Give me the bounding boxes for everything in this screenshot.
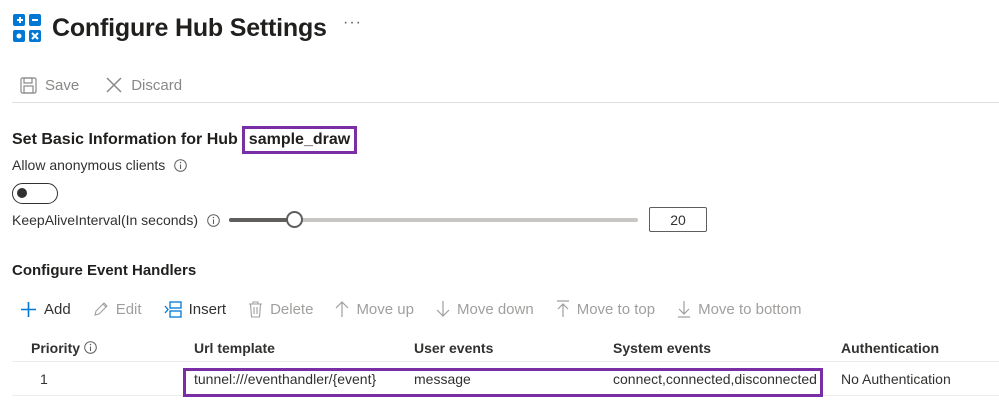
event-handlers-heading: Configure Event Handlers [12, 262, 197, 279]
move-to-bottom-label: Move to bottom [698, 300, 802, 318]
arrow-to-top-icon [556, 300, 569, 317]
delete-label: Delete [270, 300, 314, 318]
event-handlers-toolbar: Add Edit Insert Delete Move up Move down [20, 296, 823, 322]
slider-fill [229, 218, 295, 222]
basic-info-heading: Set Basic Information for Hub sample_dra… [12, 126, 358, 154]
hub-settings-icon [13, 14, 41, 42]
cell-system-events: connect,connected,disconnected [613, 370, 817, 387]
cell-priority: 1 [40, 370, 48, 387]
anonymous-clients-label: Allow anonymous clients [12, 157, 188, 173]
save-label: Save [45, 76, 80, 94]
toggle-knob [17, 188, 27, 198]
keepalive-label: KeepAliveInterval(In seconds) [12, 212, 220, 228]
save-button[interactable]: Save [20, 77, 79, 94]
close-icon [106, 77, 122, 93]
edit-label: Edit [115, 300, 142, 318]
command-bar: Save Discard [20, 72, 208, 98]
slider-thumb[interactable] [286, 211, 304, 228]
anonymous-clients-text: Allow anonymous clients [12, 157, 166, 173]
column-header-priority[interactable]: Priority [31, 334, 97, 361]
delete-button[interactable]: Delete [248, 301, 313, 318]
column-header-system-events[interactable]: System events [613, 339, 712, 356]
arrow-up-icon [336, 301, 349, 317]
move-up-label: Move up [356, 300, 414, 318]
move-down-label: Move down [456, 300, 534, 318]
arrow-to-bottom-icon [678, 301, 691, 318]
cell-authentication: No Authentication [841, 370, 951, 387]
table-row[interactable]: 1 tunnel:///eventhandler/{event} message… [12, 362, 999, 396]
insert-button[interactable]: Insert [164, 300, 227, 318]
basic-info-heading-text: Set Basic Information for Hub [12, 131, 238, 148]
move-down-button[interactable]: Move down [436, 300, 534, 318]
keepalive-text: KeepAliveInterval(In seconds) [12, 212, 198, 228]
insert-label: Insert [188, 300, 227, 318]
move-to-top-label: Move to top [576, 300, 656, 318]
info-icon[interactable] [174, 158, 188, 172]
discard-label: Discard [131, 76, 183, 94]
move-to-bottom-button[interactable]: Move to bottom [677, 300, 801, 318]
discard-button[interactable]: Discard [105, 76, 182, 94]
toolbar-divider [12, 102, 999, 103]
cell-url-template: tunnel:///eventhandler/{event} [194, 370, 377, 387]
edit-icon [93, 302, 108, 316]
title-row: Configure Hub Settings [12, 6, 327, 50]
add-button[interactable]: Add [20, 301, 71, 318]
column-header-priority-text: Priority [31, 339, 81, 356]
keepalive-input[interactable] [649, 207, 707, 232]
more-options-button[interactable]: ··· [343, 14, 362, 31]
hub-name: sample_draw [241, 126, 358, 154]
anonymous-clients-toggle[interactable] [12, 183, 58, 204]
column-header-authentication[interactable]: Authentication [841, 339, 939, 356]
info-icon[interactable] [207, 213, 220, 227]
cell-user-events: message [414, 370, 471, 387]
info-icon[interactable] [84, 341, 97, 354]
add-label: Add [44, 300, 71, 318]
save-icon [20, 76, 37, 94]
move-up-button[interactable]: Move up [335, 300, 414, 318]
move-to-top-button[interactable]: Move to top [556, 300, 655, 318]
add-icon [21, 301, 36, 317]
table-header-row: Priority Url template User events System… [12, 334, 999, 362]
delete-icon [249, 300, 263, 318]
event-handlers-table: Priority Url template User events System… [12, 334, 999, 396]
column-header-url-template[interactable]: Url template [194, 339, 275, 356]
column-header-user-events[interactable]: User events [414, 339, 494, 356]
insert-icon [164, 300, 182, 318]
edit-button[interactable]: Edit [93, 301, 142, 318]
keepalive-slider[interactable] [229, 211, 638, 228]
arrow-down-icon [436, 301, 450, 317]
page-title: Configure Hub Settings [52, 13, 327, 42]
